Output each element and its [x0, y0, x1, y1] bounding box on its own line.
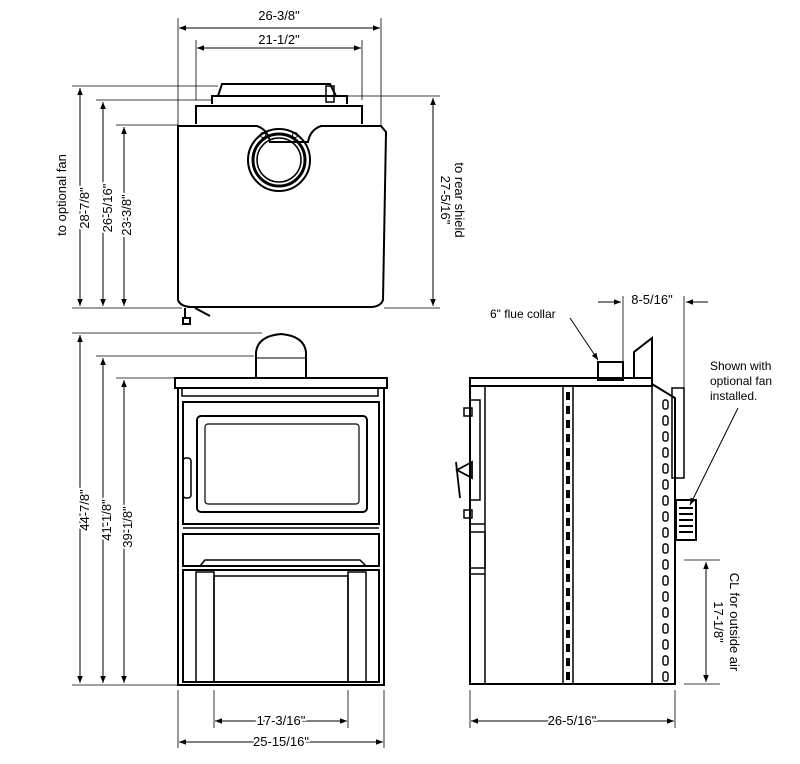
depth-body-label: 23-3/8"	[119, 194, 134, 236]
bolt-icon	[260, 132, 266, 138]
rear-slot	[662, 575, 669, 586]
rear-slot	[662, 447, 669, 458]
fan-bracket-upper	[671, 387, 685, 479]
rear-slot	[662, 479, 669, 490]
fan-housing	[675, 499, 697, 541]
fan-grille	[679, 507, 693, 533]
side-top-plate	[469, 377, 653, 387]
pedestal-opening	[213, 575, 349, 683]
rear-slot	[662, 495, 669, 506]
front-view: 44-7/8" 41-1/8" 39-1/8" 17-3/16" 25-15/1…	[72, 332, 388, 751]
side-door-handle[interactable]	[455, 460, 473, 499]
side-depth-label: 26-5/16"	[548, 713, 597, 728]
depth-fan-label: 28-7/8"	[77, 187, 92, 229]
front-body	[177, 387, 385, 686]
front-flue-collar	[255, 332, 307, 378]
door-handle[interactable]	[182, 457, 192, 499]
stove-body-top	[177, 125, 388, 308]
rear-slot	[662, 463, 669, 474]
top-width-inner-label: 21-1/2"	[258, 32, 300, 47]
flue-outer-ring	[247, 128, 311, 192]
fan-note-line-3: installed.	[710, 389, 757, 403]
rear-shield-side	[633, 335, 653, 378]
rear-slot	[662, 671, 669, 682]
rear-slot	[662, 559, 669, 570]
height-body-label: 39-1/8"	[120, 506, 135, 548]
front-width-overall-label: 25-15/16"	[253, 734, 309, 749]
ash-drawer-lip	[199, 559, 367, 567]
top-width-overall-label: 26-3/8"	[258, 8, 300, 23]
fan-note-line-1: Shown with	[710, 359, 771, 373]
rear-slots	[662, 399, 669, 682]
rear-slot	[662, 511, 669, 522]
top-handle-shape	[216, 83, 338, 97]
bolt-icon	[292, 132, 298, 138]
side-hinge-top	[463, 407, 473, 417]
outside-air-height-label: 17-1/8"	[711, 601, 726, 643]
depth-mid-label: 26-5/16"	[100, 183, 115, 232]
flue-offset-label: 8-5/16"	[631, 292, 673, 307]
side-hinge-bottom	[463, 509, 473, 519]
rear-slot	[662, 607, 669, 618]
outside-air-note: CL for outside air	[727, 573, 742, 672]
side-view: 6" flue collar 8-5/16" Shown with option…	[455, 290, 774, 730]
top-damper	[325, 85, 335, 103]
ash-drawer[interactable]	[182, 533, 380, 567]
rear-slot	[662, 415, 669, 426]
side-center-rib	[562, 385, 574, 685]
rear-slot	[662, 655, 669, 666]
flue-inner-ring	[251, 132, 307, 188]
flue-collar-label: 6" flue collar	[490, 307, 556, 321]
rear-slot	[662, 431, 669, 442]
rear-slot	[662, 623, 669, 634]
front-door	[182, 401, 380, 525]
rear-slot	[662, 591, 669, 602]
rear-slot	[662, 639, 669, 650]
door-glass-frame	[196, 415, 368, 513]
side-body	[469, 383, 676, 685]
front-width-inner-label: 17-3/16"	[257, 713, 306, 728]
rear-slot	[662, 399, 669, 410]
depth-shield-label: 27-5/16"	[438, 176, 453, 225]
door-glass	[204, 423, 360, 505]
side-drawer	[469, 531, 486, 569]
front-top-plate	[174, 377, 388, 389]
flue-opening	[256, 137, 302, 183]
height-mid-label: 41-1/8"	[99, 499, 114, 541]
rear-slot	[662, 543, 669, 554]
fan-bracket	[182, 307, 211, 325]
front-top-trim	[181, 388, 379, 397]
depth-fan-note: to optional fan	[54, 154, 69, 236]
fan-note-line-2: optional fan	[710, 374, 772, 388]
rear-slot	[662, 527, 669, 538]
depth-shield-note: to rear shield	[452, 162, 467, 237]
top-view: 26-3/8" 21-1/2" to optional fan 28-7/8" …	[52, 6, 469, 325]
flue-collar-pointer	[569, 317, 599, 361]
pedestal-base	[182, 569, 380, 683]
rear-shield-top	[195, 105, 363, 124]
height-overall-label: 44-7/8"	[77, 489, 92, 531]
fan-note-pointer	[689, 407, 739, 506]
pedestal-leg-left	[195, 571, 215, 683]
side-flue-collar	[597, 361, 624, 381]
pedestal-leg-right	[347, 571, 367, 683]
side-door-edge	[470, 399, 481, 501]
